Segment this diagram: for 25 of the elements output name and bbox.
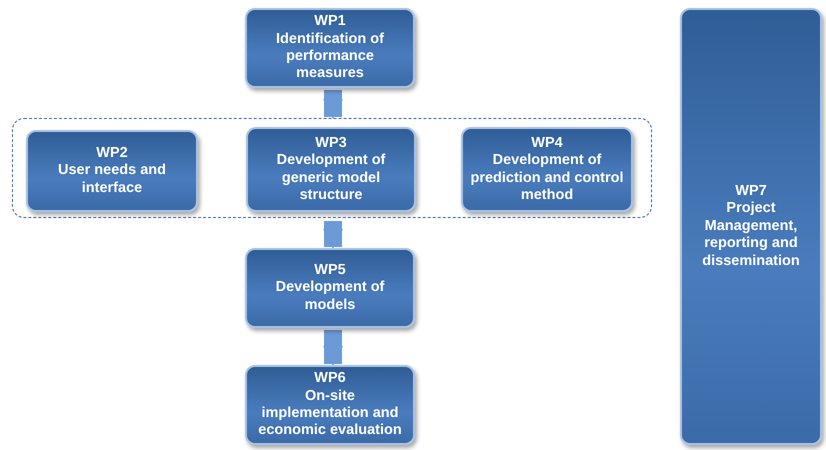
package-title: Development of models xyxy=(274,279,386,314)
work-package-box xyxy=(245,8,415,88)
package-title: User needs and interface xyxy=(57,162,167,198)
work-package-box xyxy=(26,130,198,212)
package-number: WP5 xyxy=(314,262,346,280)
block-arrow xyxy=(323,90,343,121)
package-number: WP1 xyxy=(314,13,346,31)
package-number: WP7 xyxy=(735,183,767,200)
work-package-box xyxy=(246,127,416,212)
work-package-box xyxy=(461,127,633,212)
package-number: WP4 xyxy=(531,134,563,152)
package-number: WP3 xyxy=(315,134,347,152)
work-package-box xyxy=(245,248,415,328)
block-arrow xyxy=(323,330,343,368)
package-title: Identification of performance measures xyxy=(275,30,385,83)
block-arrow xyxy=(323,221,343,251)
package-number: WP6 xyxy=(314,370,346,388)
package-title: On-site implementation and economic evaluation xyxy=(257,388,403,440)
package-title: Development of generic model structure xyxy=(276,152,386,204)
package-title: Development of prediction and control method xyxy=(469,152,625,204)
package-title: Project Management, reporting and dissemination xyxy=(701,200,801,270)
package-number: WP2 xyxy=(96,144,128,162)
work-package-box xyxy=(680,8,822,445)
work-package-box xyxy=(245,365,415,445)
dashed-group-frame xyxy=(12,118,652,218)
